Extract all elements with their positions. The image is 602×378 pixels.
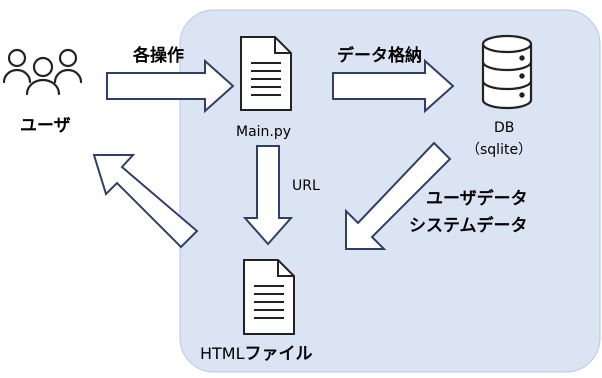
users-group-icon [2,48,83,96]
sqlite-label: （sqlite） [466,142,533,158]
operations-label: 各操作 [133,46,184,66]
html-file-label-prefix: HTML [200,344,245,363]
html-file-label: HTMLファイル [200,346,313,363]
arrow-user-system-data [345,141,452,250]
db-label: DB [494,120,515,136]
main-py-document-icon [240,36,292,111]
html-file-label-suffix: ファイル [244,344,313,364]
arrow-operations [106,58,235,114]
arrow-return-to-user [92,154,199,249]
user-label: ユーザ [20,116,71,136]
main-py-label: Main.py [236,124,292,140]
arrow-data-storage [332,58,455,114]
html-file-document-icon [243,259,295,335]
arrow-url [242,145,294,246]
url-label: URL [292,178,320,194]
database-icon [481,34,533,110]
system-data-label: システムデータ [409,216,528,236]
user-data-label: ユーザデータ [426,189,528,209]
data-storage-label: データ格納 [337,46,422,66]
